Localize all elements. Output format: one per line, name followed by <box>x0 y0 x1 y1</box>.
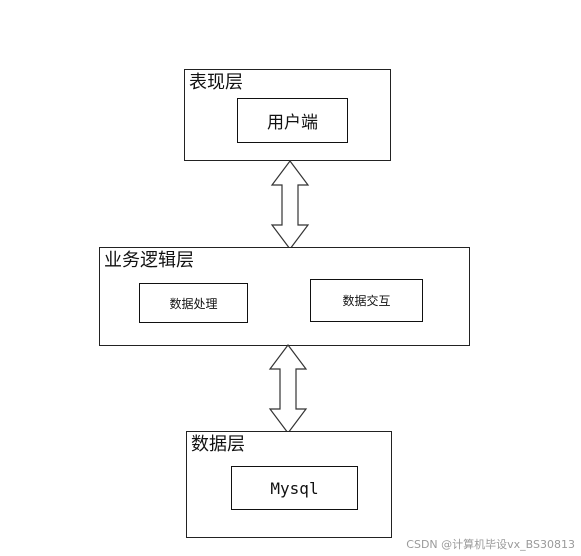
data-processing-node: 数据处理 <box>139 283 248 323</box>
data-layer-label: 数据层 <box>191 434 245 455</box>
data-interaction-node: 数据交互 <box>310 279 423 322</box>
mysql-node: Mysql <box>231 466 358 510</box>
data-interaction-label: 数据交互 <box>342 294 391 308</box>
business-layer: 业务逻辑层 数据处理 数据交互 <box>99 247 470 346</box>
mysql-label: Mysql <box>270 478 319 498</box>
business-layer-label: 业务逻辑层 <box>104 250 194 271</box>
watermark: CSDN @计算机毕设vx_BS30813 <box>406 538 575 551</box>
client-node-label: 用户端 <box>267 113 318 133</box>
data-processing-label: 数据处理 <box>169 296 218 311</box>
presentation-layer: 表现层 用户端 <box>184 69 391 161</box>
data-layer: 数据层 Mysql <box>186 431 392 538</box>
presentation-layer-label: 表现层 <box>189 72 243 93</box>
client-node: 用户端 <box>237 98 348 143</box>
arrow-business-data <box>268 344 308 434</box>
arrow-presentation-business <box>270 160 310 250</box>
